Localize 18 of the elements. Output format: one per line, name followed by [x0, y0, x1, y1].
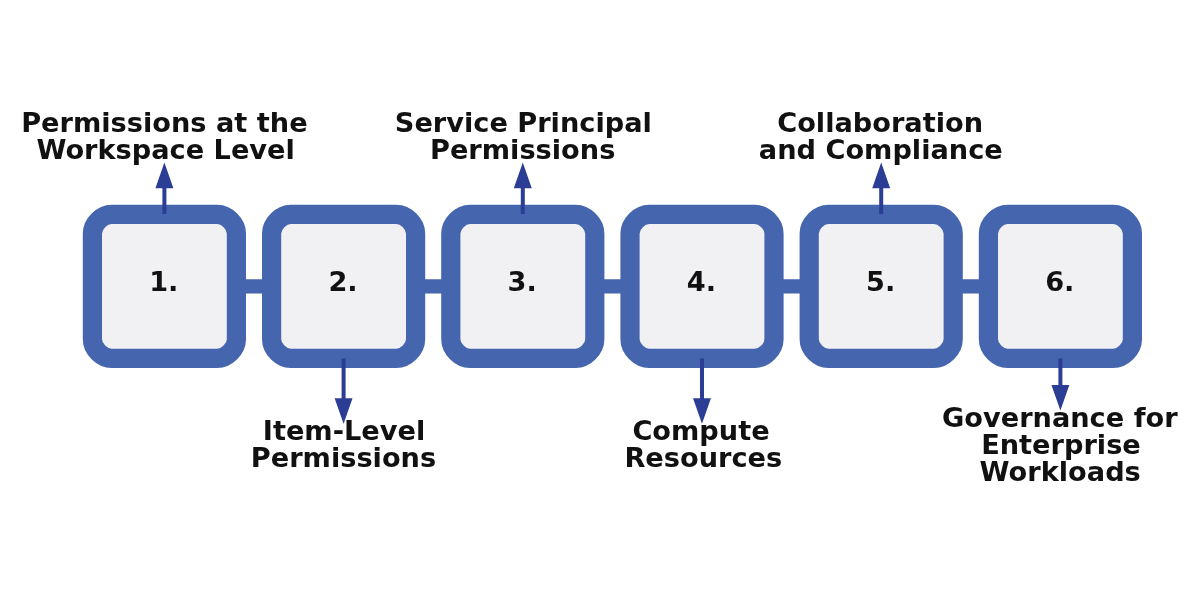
node-text: Governance for Enterprise Workloads — [942, 401, 1178, 487]
node-text: Collaboration and Compliance — [758, 107, 1003, 166]
node-box: 6. — [978, 204, 1142, 368]
node-box: 5. — [799, 204, 963, 368]
node-box: 1. — [82, 204, 246, 368]
node-box: 2. — [262, 204, 426, 368]
arrow — [155, 162, 174, 215]
node-text: Compute Resources — [624, 415, 783, 474]
node-box: 3. — [441, 204, 605, 368]
arrow — [513, 162, 532, 215]
node-text: Item-Level Permissions — [250, 415, 437, 474]
arrow — [334, 358, 353, 424]
arrow — [693, 358, 711, 424]
node-box: 4. — [620, 204, 784, 368]
arrow — [872, 162, 891, 215]
arrow — [1051, 358, 1070, 411]
node-text: Permissions at the Workspace Level — [21, 107, 308, 166]
node-text: Service Principal Permissions — [394, 107, 652, 166]
